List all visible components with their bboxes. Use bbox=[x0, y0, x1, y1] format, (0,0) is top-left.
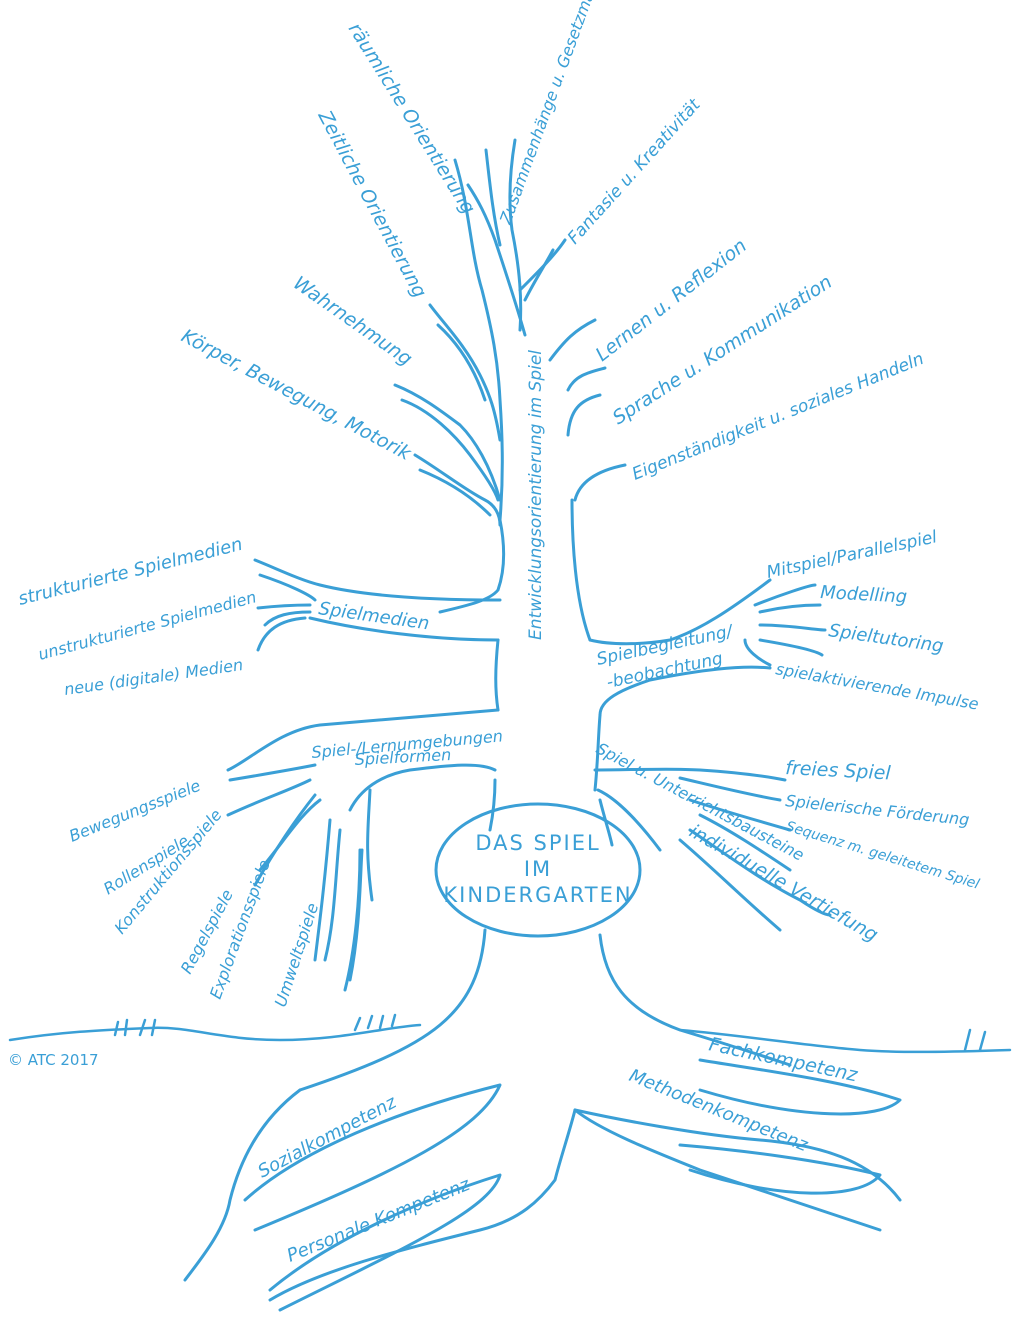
crown-labels: räumliche Orientierung Zusammenhänge u. … bbox=[178, 0, 927, 485]
label-sozialkompetenz: Sozialkompetenz bbox=[254, 1092, 400, 1183]
spielmedien-group: Spielmedien strukturierte Spielmedien un… bbox=[16, 534, 430, 699]
label-freies-spiel: freies Spiel bbox=[785, 757, 892, 785]
label-spielformen: Spielformen bbox=[354, 745, 451, 769]
label-spielaktivierende-impulse: spielaktivierende Impulse bbox=[774, 659, 980, 713]
center-oval: DAS SPIEL IM KINDERGARTEN bbox=[434, 802, 642, 938]
label-spielerische-foerderung: Spielerische Förderung bbox=[785, 791, 971, 829]
label-modelling: Modelling bbox=[820, 582, 908, 608]
spielformen-group: Spiel-/Lernumgebungen Spielformen Bewegu… bbox=[66, 726, 503, 1009]
label-neue-digitale-medien: neue (digitale) Medien bbox=[63, 655, 244, 699]
label-spieltutoring: Spieltutoring bbox=[827, 620, 944, 657]
label-fantasie: Fantasie u. Kreativität bbox=[564, 94, 706, 248]
center-line-3: KINDERGARTEN bbox=[443, 883, 632, 907]
copyright-text: © ATC 2017 bbox=[8, 1051, 99, 1069]
center-line-1: DAS SPIEL bbox=[475, 831, 600, 855]
label-wahrnehmung: Wahrnehmung bbox=[289, 272, 416, 370]
tree-lines bbox=[8, 138, 1012, 1312]
trunk-label: Entwicklungsorientierung im Spiel bbox=[526, 350, 546, 640]
spielbegleitung-group: Spielbegleitung/ -beobachtung Mitspiel/P… bbox=[595, 527, 980, 713]
unterricht-group: Spiel u. Unterrichtsbausteine freies Spi… bbox=[593, 739, 981, 947]
label-unstrukturierte-spielmedien: unstrukturierte Spielmedien bbox=[36, 587, 258, 664]
root-labels: Fachkompetenz Methodenkompetenz Sozialko… bbox=[254, 1033, 860, 1266]
label-personale-kompetenz: Personale Kompetenz bbox=[284, 1174, 473, 1267]
label-mitspiel: Mitspiel/Parallelspiel bbox=[765, 527, 939, 583]
center-line-2: IM bbox=[524, 857, 552, 881]
label-sequenz: Sequenz m. geleitetem Spiel bbox=[784, 819, 981, 893]
